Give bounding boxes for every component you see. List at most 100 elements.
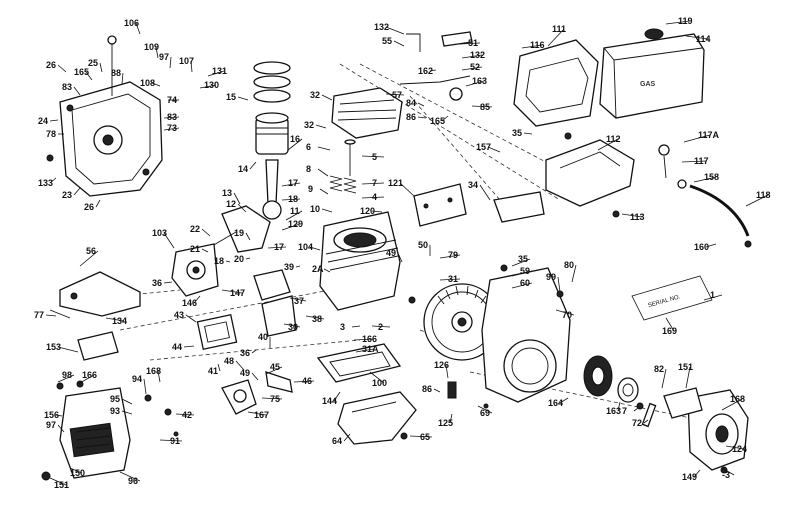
part-number-label: 157 [476,142,491,152]
callout-leader [49,119,59,122]
callout-leader [685,35,709,40]
part-number-label: 45 [270,362,280,372]
control-bracket [49,271,141,319]
part-number-label: 114 [696,34,711,44]
part-number-label: 57 [392,90,402,100]
part-number-label: 97 [159,52,169,62]
callout-leader [217,363,221,372]
callout-leader [285,210,303,221]
callout-leader [121,398,133,405]
part-number-label: 98 [62,370,72,380]
connecting-rod [262,159,282,220]
part-number-label: 164 [548,398,563,408]
part-number-label: 41 [208,366,218,376]
callout-leader [409,435,433,438]
part-number-label: 132 [470,50,485,60]
part-number-label: 129 [288,219,303,229]
part-number-label: 83 [62,82,72,92]
callout-leader [199,84,217,89]
callout-leader [73,187,81,196]
tank-cap-text: GAS [640,81,656,88]
part-number-label: 165 [74,67,89,77]
part-number-label: 83 [167,112,177,122]
callout-leader [597,138,619,151]
part-number-label: 166 [362,334,377,344]
callout-leader [633,407,639,412]
part-number-label: 2A [312,264,324,274]
callout-leader [355,348,375,353]
part-number-label: 73 [167,123,177,133]
part-number-label: 8 [306,164,311,174]
part-number-label: 77 [34,310,44,320]
part-number-label: 69 [480,408,490,418]
callout-leader [57,424,65,433]
callout-leader [49,177,57,184]
callout-leader [237,203,247,213]
part-number-label: 55 [382,36,392,46]
part-number-label: 109 [144,42,159,52]
callout-leader [281,182,301,187]
callout-leader [487,146,501,153]
part-number-label: 16 [290,134,300,144]
part-number-label: 119 [678,16,693,26]
callout-leader [547,28,565,47]
callout-leader [225,260,231,263]
callout-leader [283,323,301,328]
part-number-label: 151 [54,480,69,490]
part-number-label: 32 [304,120,314,130]
callout-leader [721,398,743,411]
callout-leader [643,419,649,424]
recoil-starter [663,387,749,471]
callout-leader [163,116,180,119]
callout-leader [151,82,161,87]
part-number-label: 111 [552,24,566,34]
part-number-label: 37 [294,296,304,306]
callout-leader [433,388,441,393]
callout-leader [185,314,197,323]
callout-leader [305,315,325,320]
callout-leader [155,46,159,59]
callout-leader [289,297,307,302]
part-number-label: 86 [422,384,432,394]
part-number-label: 2 [378,322,383,332]
part-callouts: 2683165258810610997108107131130748373247… [34,16,771,490]
part-number-label: 26 [84,202,94,212]
callout-leader [183,345,195,348]
callout-leader [511,282,533,289]
callout-leader [557,276,561,293]
callout-leader [353,338,375,341]
part-number-label: 32 [310,90,320,100]
part-number-label: 153 [46,342,61,352]
callout-leader [321,208,333,213]
callout-leader [77,374,95,385]
part-number-label: 99 [546,272,556,282]
callout-leader [287,138,303,151]
part-number-label: 149 [682,472,697,482]
part-number-label: 168 [146,366,161,376]
callout-leader [57,374,75,383]
part-number-label: 144 [322,396,337,406]
part-number-label: 134 [112,316,127,326]
shroud-left [59,387,131,479]
part-number-label: 23 [62,190,72,200]
part-number-label: 36 [152,278,162,288]
callout-leader [95,199,101,208]
part-number-label: 35 [518,254,528,264]
callout-leader [245,257,251,260]
callout-leader [429,69,437,72]
part-number-label: 146 [182,298,197,308]
callout-leader [99,62,103,73]
callout-leader [55,414,63,417]
part-number-label: 49 [240,368,250,378]
part-number-label: 100 [372,378,387,388]
tank-support [513,39,599,127]
callout-leader [417,116,427,119]
part-number-label: 120 [360,206,375,216]
part-number-label: 59 [520,266,530,276]
callout-leader [201,228,211,237]
part-number-label: 64 [332,436,342,446]
callout-leader [163,127,180,131]
tank-bracket [545,139,635,207]
part-number-label: 48 [224,356,234,366]
part-number-label: 96 [128,476,138,486]
